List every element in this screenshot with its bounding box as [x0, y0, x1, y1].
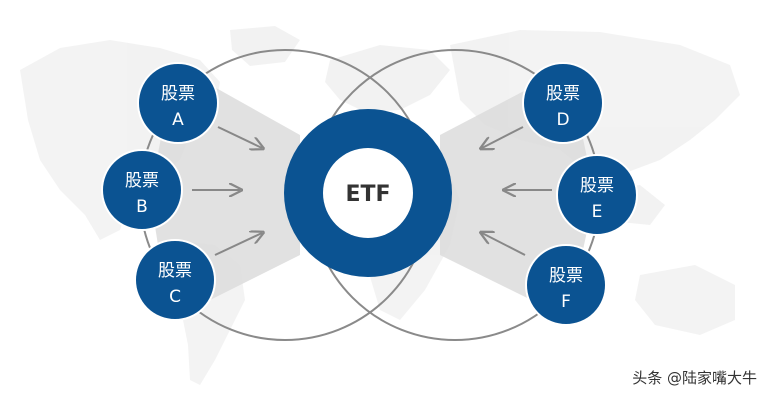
- arrow-4: [482, 126, 524, 148]
- stock-node-letter: B: [136, 197, 148, 217]
- arrow-3: [214, 233, 262, 256]
- etf-ring-inner: [323, 148, 413, 238]
- arrow-1: [217, 126, 262, 148]
- stock-node-circle: [101, 149, 183, 231]
- stock-node-circle: [556, 154, 638, 236]
- etf-ring: ETF: [284, 109, 452, 277]
- stock-node-letter: F: [561, 292, 571, 312]
- map-europe: [325, 45, 450, 112]
- stock-node-d: 股票 D: [522, 62, 604, 144]
- stock-node-e: 股票 E: [556, 154, 638, 236]
- stock-node-letter: D: [556, 110, 569, 130]
- stock-node-letter: E: [592, 202, 603, 222]
- stock-node-title: 股票: [549, 266, 583, 286]
- stock-node-circle: [525, 244, 607, 326]
- watermark-text: 头条 @陆家嘴大牛: [632, 369, 757, 387]
- stock-node-circle: [137, 62, 219, 144]
- etf-label: ETF: [345, 182, 390, 207]
- stock-node-letter: A: [172, 110, 184, 130]
- stock-node-c: 股票 C: [134, 239, 216, 321]
- stock-node-title: 股票: [546, 84, 580, 104]
- stock-node-a: 股票 A: [137, 62, 219, 144]
- stock-node-b: 股票 B: [101, 149, 183, 231]
- stock-node-letter: C: [169, 287, 181, 307]
- stock-node-title: 股票: [580, 176, 614, 196]
- stock-nodes: 股票 A 股票 B 股票 C 股票 D 股票 E 股票 F: [101, 62, 638, 326]
- map-australia: [635, 265, 735, 335]
- stock-node-circle: [134, 239, 216, 321]
- arrows-group: [192, 126, 552, 256]
- stock-node-title: 股票: [161, 84, 195, 104]
- arrow-6: [482, 233, 526, 256]
- map-greenland: [230, 26, 300, 66]
- stock-node-title: 股票: [158, 261, 192, 281]
- stock-node-f: 股票 F: [525, 244, 607, 326]
- stock-node-title: 股票: [125, 171, 159, 191]
- stock-node-circle: [522, 62, 604, 144]
